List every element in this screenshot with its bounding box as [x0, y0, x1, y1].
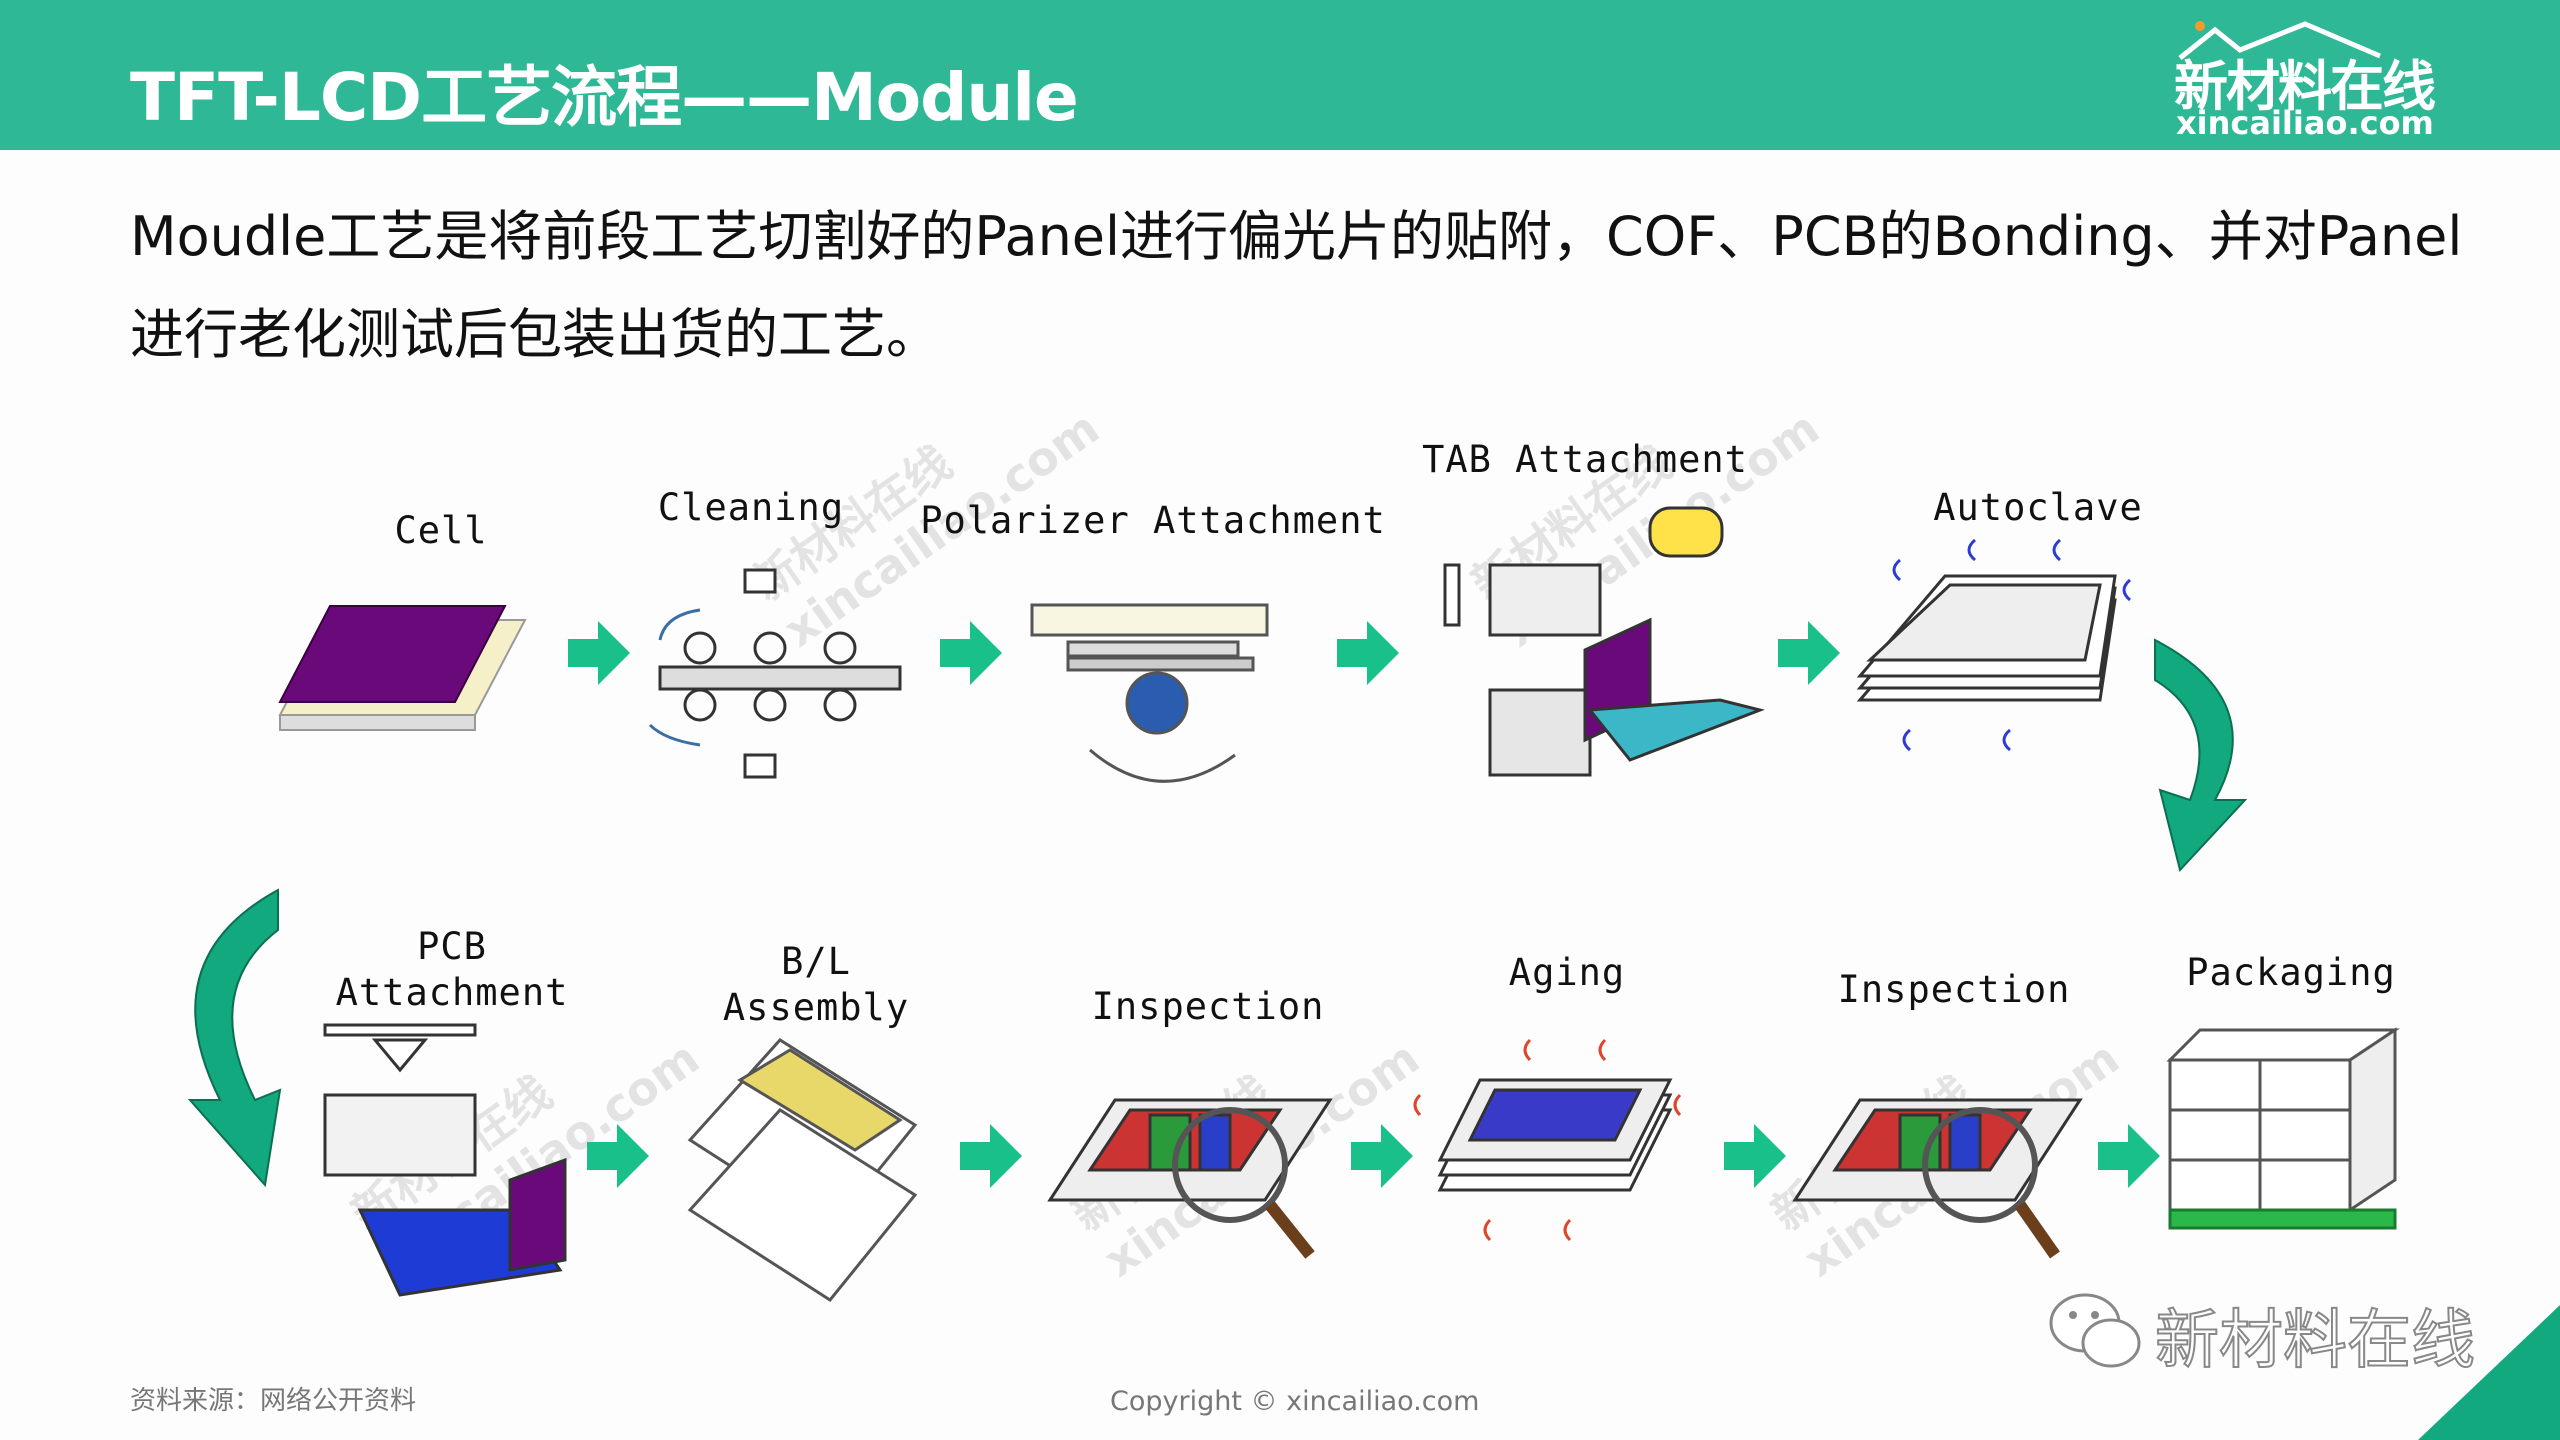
tab-illustration	[1443, 506, 1765, 777]
step-label-inspection: Inspection	[1091, 985, 1325, 1028]
polarizer-illustration	[1030, 603, 1269, 783]
arrow-right-icon	[1337, 621, 1399, 685]
cell-illustration	[278, 605, 527, 731]
step-label-tab: TAB Attachment	[1422, 438, 1748, 481]
inspection-illustration	[1047, 1098, 1333, 1259]
arrow-right-icon	[2098, 1124, 2160, 1188]
brand-logo: 新材料在线 xincailiao.com	[2170, 20, 2460, 142]
step-label-cleaning: Cleaning	[657, 486, 845, 529]
wechat-label: 新材料在线	[2154, 1303, 2476, 1379]
logo-chinese: 新材料在线	[2174, 55, 2436, 118]
wechat-icon	[2049, 1293, 2141, 1368]
arrow-right-icon	[940, 621, 1002, 685]
autoclave-illustration	[1856, 538, 2132, 752]
step-label-aging: Aging	[1508, 951, 1626, 994]
description-text: Moudle工艺是将前段工艺切割好的Panel进行偏光片的贴附，COF、PCB的…	[130, 205, 2463, 366]
logo-domain: xincailiao.com	[2176, 104, 2434, 142]
copyright: Copyright © xincailiao.com	[1110, 1386, 1480, 1417]
arrow-right-icon	[568, 621, 630, 685]
step-label-inspection: Inspection	[1837, 968, 2071, 1011]
step-label-packaging: Packaging	[2186, 951, 2396, 994]
arrow-right-icon	[1351, 1124, 1413, 1188]
arrow-right-icon	[960, 1124, 1022, 1188]
pcb-illustration	[323, 1023, 567, 1297]
aging-illustration	[1413, 1038, 1682, 1242]
wechat-watermark: 新材料在线	[2045, 1285, 2485, 1379]
step-label-autoclave: Autoclave	[1933, 486, 2143, 529]
step-label-polarizer: Polarizer Attachment	[920, 499, 1386, 542]
curved-arrow-icon	[2154, 638, 2248, 873]
packaging-illustration	[2166, 1027, 2400, 1230]
corner-decoration	[2418, 1305, 2560, 1440]
source-note: 资料来源：网络公开资料	[130, 1386, 417, 1416]
backlight-illustration	[687, 1038, 918, 1302]
house-roof-icon	[2178, 21, 2381, 60]
arrow-right-icon	[1724, 1124, 1786, 1188]
header-bar: TFT-LCD工艺流程——Module 新材料在线 xincailiao.com	[0, 0, 2560, 150]
cleaning-illustration	[648, 568, 902, 779]
arrow-right-icon	[1778, 621, 1840, 685]
page-title: TFT-LCD工艺流程——Module	[130, 59, 1079, 136]
curved-arrow-icon	[187, 888, 282, 1188]
step-label-cell: Cell	[394, 509, 488, 552]
inspection-illustration	[1792, 1098, 2083, 1259]
arrow-right-icon	[587, 1124, 649, 1188]
